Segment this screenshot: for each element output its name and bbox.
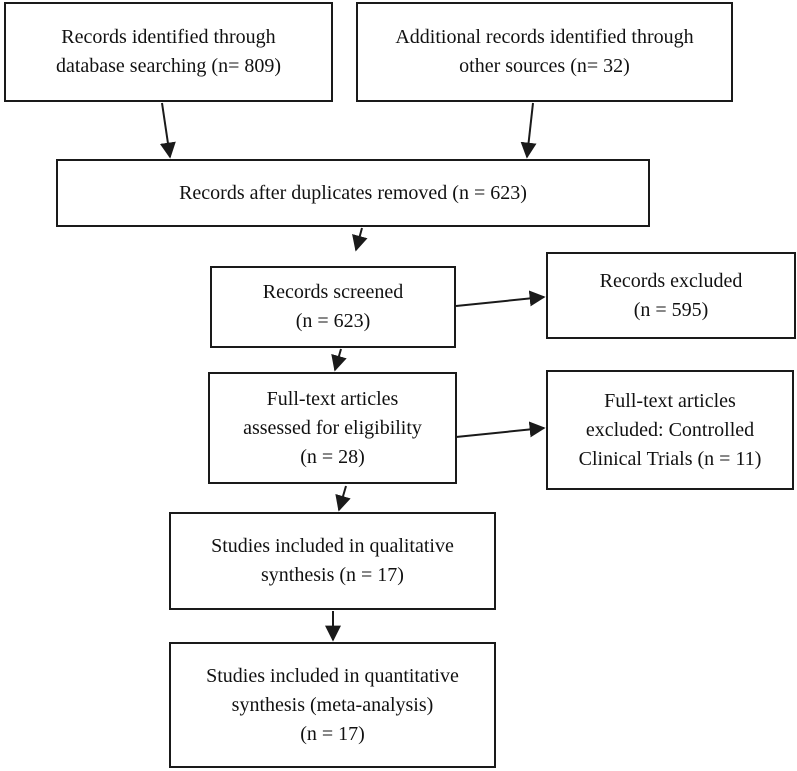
box-fulltext-assessed: Full-text articles assessed for eligibil… [208,372,457,484]
box-records-identified-database-text: Records identified through database sear… [55,26,282,77]
box-studies-quantitative: Studies included in quantitative synthes… [169,642,496,768]
box-studies-qualitative-text: Studies included in qualitative synthesi… [211,535,454,586]
arrow-other-to-duplicates [520,102,537,159]
box-records-screened: Records screened (n = 623) [210,266,456,348]
box-records-screened-text: Records screened (n = 623) [262,281,404,332]
box-records-after-duplicates: Records after duplicates removed (n = 62… [56,159,650,227]
box-fulltext-assessed-text: Full-text articles assessed for eligibil… [243,387,422,468]
arrow-fulltext-to-qualitative [335,485,351,512]
arrow-duplicates-to-screened [352,227,368,252]
arrow-database-to-duplicates [159,102,176,159]
box-additional-records-other-sources: Additional records identified through ot… [356,2,733,102]
box-fulltext-excluded-text: Full-text articles excluded: Controlled … [578,389,762,470]
box-records-excluded-text: Records excluded (n = 595) [599,269,743,321]
arrow-screened-to-excluded [455,290,546,307]
arrow-fulltext-to-fulltext-excluded [455,421,546,438]
box-records-identified-database: Records identified through database sear… [4,2,333,102]
box-records-after-duplicates-text: Records after duplicates removed (n = 62… [179,181,527,204]
arrow-screened-to-fulltext [331,348,347,372]
box-studies-quantitative-text: Studies included in quantitative synthes… [206,664,459,745]
box-records-excluded: Records excluded (n = 595) [546,252,796,339]
box-fulltext-excluded: Full-text articles excluded: Controlled … [546,370,794,490]
box-additional-records-other-sources-text: Additional records identified through ot… [395,26,694,77]
box-studies-qualitative: Studies included in qualitative synthesi… [169,512,496,610]
